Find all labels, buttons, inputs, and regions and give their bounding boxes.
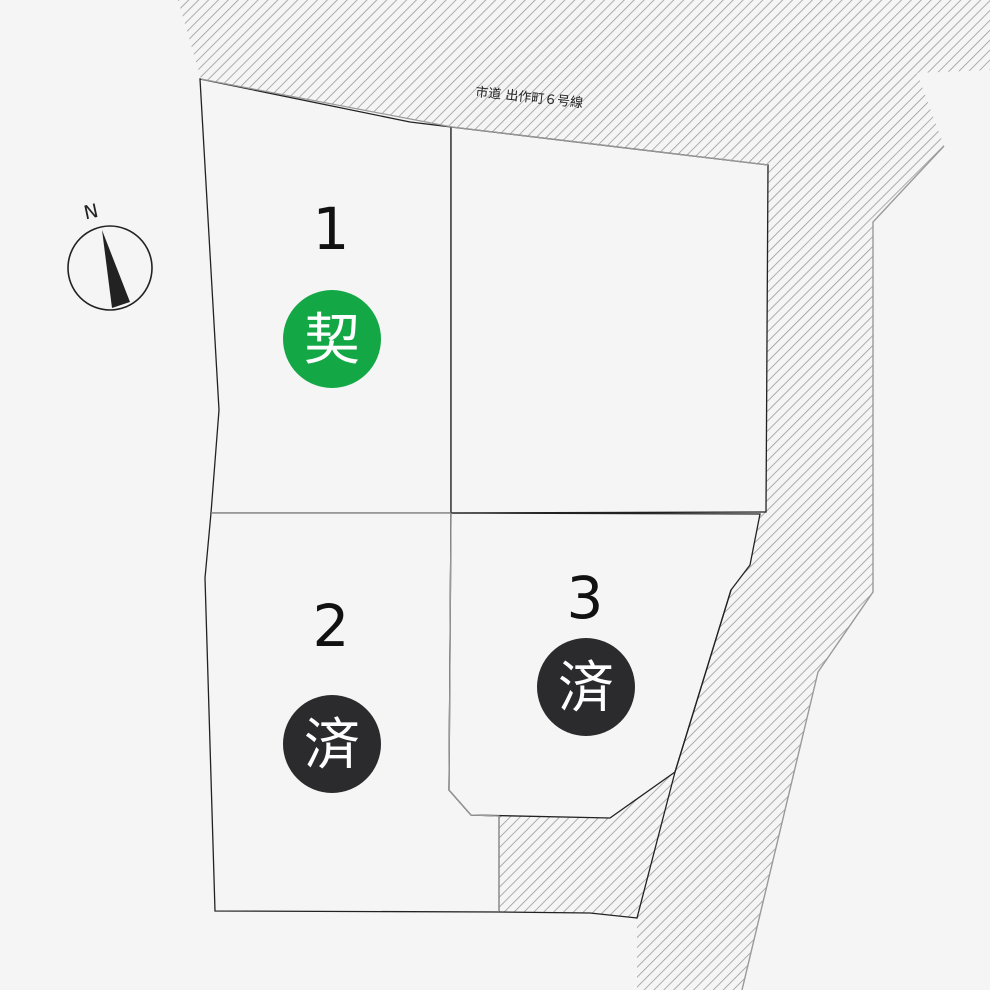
lot-2-status-text: 済 <box>304 713 360 778</box>
north-compass: N <box>67 200 153 311</box>
road-edge-lot3 <box>498 589 732 919</box>
lot-1-status-badge <box>283 290 381 388</box>
hatched-area-south <box>499 772 675 918</box>
road-edge-north <box>200 78 769 166</box>
lot-2-number: 2 <box>313 592 350 660</box>
north-label: N <box>82 200 100 224</box>
lot-2-status-badge <box>283 695 381 793</box>
lot-1-number: 1 <box>313 195 350 263</box>
road-edge-east <box>741 145 945 990</box>
parcel-northeast-area <box>450 126 769 514</box>
north-arrow-icon <box>102 230 130 308</box>
lot-3-status-badge <box>537 638 635 736</box>
lot-divider-2-3 <box>448 512 500 912</box>
lot-3-number: 3 <box>567 564 604 632</box>
road-area-north <box>178 0 990 990</box>
lot-3-status-text: 済 <box>558 656 614 721</box>
compass-ring <box>67 225 153 311</box>
lot-1-status-text: 契 <box>304 308 360 373</box>
